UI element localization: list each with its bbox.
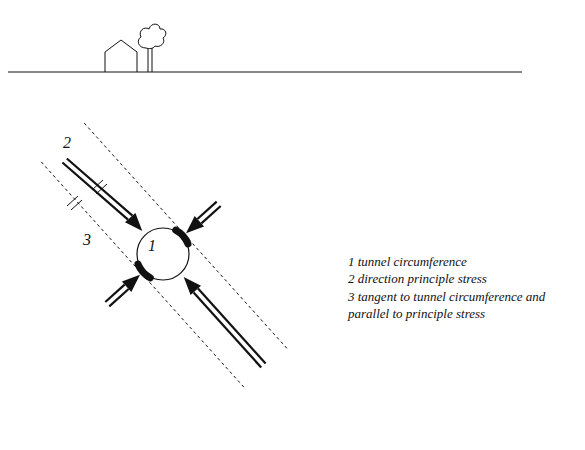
ground-line <box>8 72 522 73</box>
callout-number: 2 <box>63 133 71 152</box>
callout-number: 1 <box>148 236 156 255</box>
tree-crown <box>138 24 166 48</box>
parallel-marks <box>67 180 107 210</box>
stress-concentration-patches <box>138 230 188 278</box>
tree-trunk <box>148 48 152 72</box>
tangent-line <box>84 123 288 350</box>
tangent-lines <box>41 123 288 389</box>
surface-scene <box>8 24 522 72</box>
callout-number: 3 <box>83 230 91 249</box>
tangent-line <box>41 162 245 389</box>
key-entry: 3 tangent to tunnel circumference and pa… <box>348 288 548 322</box>
stress-arrow-heads <box>122 213 204 295</box>
house <box>105 40 137 72</box>
tunnel-outline <box>136 227 190 281</box>
key-entry: 2 direction principle stress <box>348 271 487 287</box>
key-entry: 1 tunnel circumference <box>348 254 467 270</box>
tunnel-circle: 1 <box>136 227 190 281</box>
stress-arrow-shafts <box>62 159 265 368</box>
